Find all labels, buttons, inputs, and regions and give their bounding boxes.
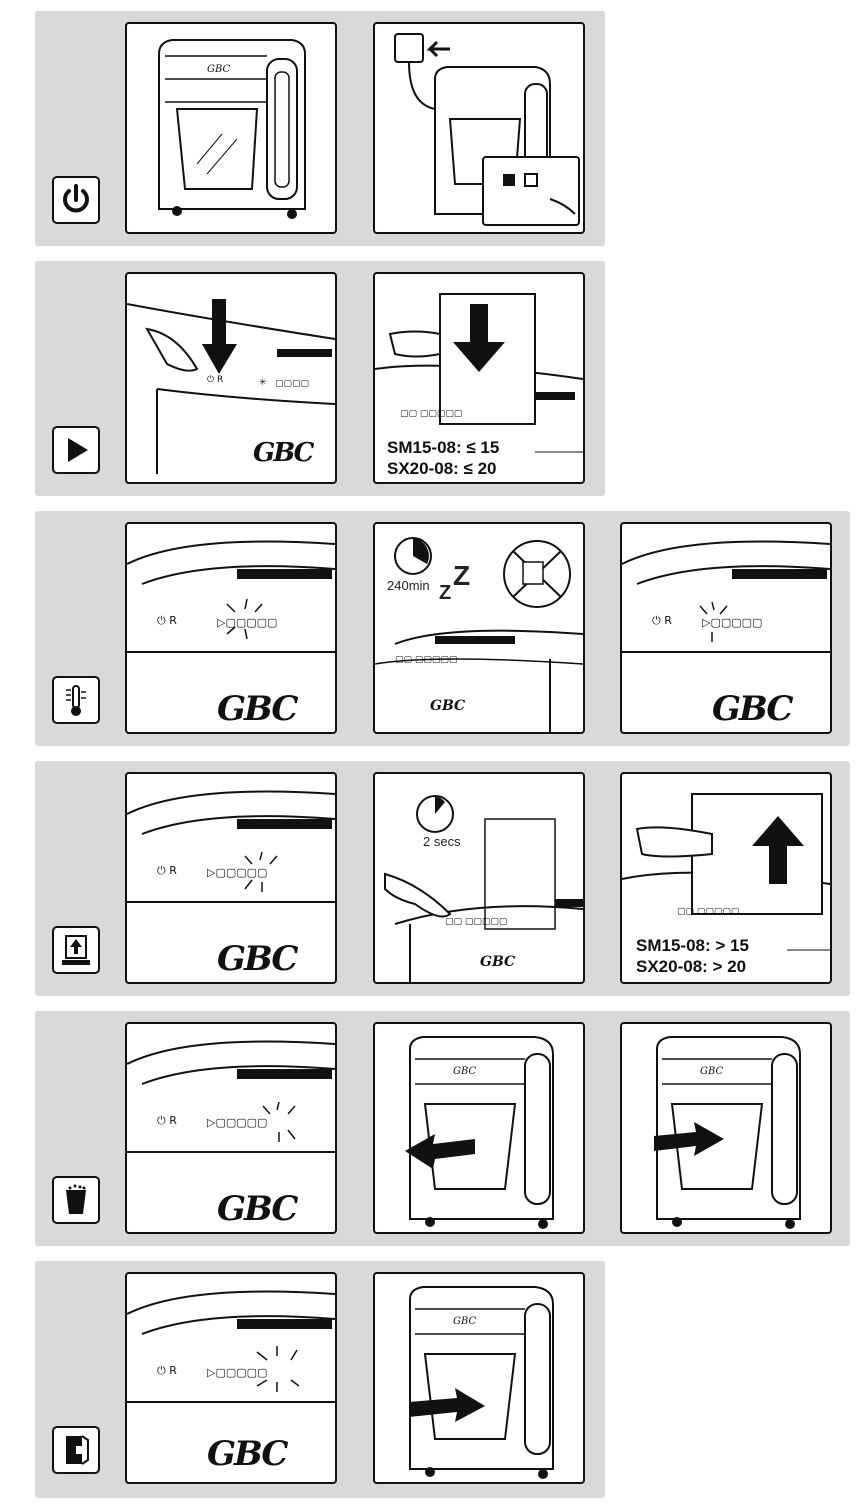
gbc-logo: GBC bbox=[253, 438, 314, 468]
capacity-over-line-1: SM15-08: > 15 bbox=[636, 936, 749, 955]
panel-sleep-timer: ▢▢ ▢▢▢▢▢ GBC 240min Z Z bbox=[373, 522, 585, 734]
panel-overheat-led: ⏻ R ▷▢▢▢▢▢ GBC bbox=[125, 522, 337, 734]
shredder-logo: GBC bbox=[207, 64, 231, 75]
svg-text:GBC: GBC bbox=[700, 1066, 724, 1077]
paper-eject-icon bbox=[62, 935, 90, 965]
svg-text:▷▢▢▢▢▢: ▷▢▢▢▢▢ bbox=[207, 1366, 267, 1379]
svg-text:▷▢▢▢▢▢: ▷▢▢▢▢▢ bbox=[217, 616, 277, 629]
panel-ready-led: ⏻ R ▷▢▢▢▢▢ GBC bbox=[620, 522, 832, 734]
play-icon bbox=[68, 438, 88, 462]
svg-text:▢▢ ▢▢▢▢▢: ▢▢ ▢▢▢▢▢ bbox=[395, 655, 457, 665]
svg-text:⏻ R: ⏻ R bbox=[157, 1114, 177, 1127]
svg-text:⏻ R: ⏻ R bbox=[157, 864, 177, 877]
panel-shredder-front: GBC bbox=[125, 22, 337, 234]
svg-text:⏻ R: ⏻ R bbox=[157, 1364, 177, 1377]
gbc-logo: GBC bbox=[207, 1434, 288, 1474]
svg-text:▢▢ ▢▢▢▢▢: ▢▢ ▢▢▢▢▢ bbox=[445, 917, 507, 927]
paper-eject-icon-box bbox=[52, 926, 100, 974]
power-icon bbox=[63, 184, 89, 213]
svg-text:✳: ✳ bbox=[259, 378, 267, 388]
panel-pull-bin: GBC bbox=[373, 1022, 585, 1234]
svg-text:▷▢▢▢▢▢: ▷▢▢▢▢▢ bbox=[207, 866, 267, 879]
svg-text:⏻ R: ⏻ R bbox=[207, 374, 223, 385]
svg-text:GBC: GBC bbox=[480, 954, 515, 970]
svg-text:⏻ R: ⏻ R bbox=[157, 614, 177, 627]
bin-full-icon bbox=[66, 1184, 86, 1214]
svg-text:GBC: GBC bbox=[453, 1316, 477, 1327]
panel-reverse-hold: ▢▢ ▢▢▢▢▢ GBC 2 secs bbox=[373, 772, 585, 984]
capacity-line-1: SM15-08: ≤ 15 bbox=[387, 438, 500, 457]
thermometer-icon-box bbox=[52, 676, 100, 724]
panel-plug-in bbox=[373, 22, 585, 234]
door-open-icon bbox=[66, 1435, 89, 1465]
svg-text:⏻ R: ⏻ R bbox=[652, 614, 672, 627]
thermometer-icon bbox=[66, 685, 86, 716]
sleep-z-large: Z bbox=[453, 560, 471, 591]
gbc-logo: GBC bbox=[217, 689, 298, 729]
svg-text:▷▢▢▢▢▢: ▷▢▢▢▢▢ bbox=[702, 616, 762, 629]
panel-press-start: ⏻ R ✳ ▢▢▢▢ GBC bbox=[125, 272, 337, 484]
svg-text:▷▢▢▢▢▢: ▷▢▢▢▢▢ bbox=[207, 1116, 267, 1129]
gbc-logo: GBC bbox=[217, 939, 298, 979]
panel-feed-paper: ▢▢ ▢▢▢▢▢ SM15-08: ≤ 15 SX20-08: ≤ 20 bbox=[373, 272, 585, 484]
door-open-icon-box bbox=[52, 1426, 100, 1474]
gbc-logo: GBC bbox=[217, 1189, 298, 1229]
gbc-logo: GBC bbox=[712, 689, 793, 729]
svg-text:▢▢ ▢▢▢▢▢: ▢▢ ▢▢▢▢▢ bbox=[400, 409, 462, 419]
play-icon-box bbox=[52, 426, 100, 474]
reverse-timer-label: 2 secs bbox=[423, 834, 461, 849]
svg-text:▢▢ ▢▢▢▢▢: ▢▢ ▢▢▢▢▢ bbox=[677, 907, 739, 917]
svg-text:GBC: GBC bbox=[430, 698, 465, 714]
power-icon-box bbox=[52, 176, 100, 224]
panel-jam-led: ⏻ R ▷▢▢▢▢▢ GBC bbox=[125, 772, 337, 984]
panel-remove-paper: ▢▢ ▢▢▢▢▢ SM15-08: > 15 SX20-08: > 20 bbox=[620, 772, 832, 984]
bin-full-icon-box bbox=[52, 1176, 100, 1224]
svg-text:GBC: GBC bbox=[453, 1066, 477, 1077]
svg-text:▢▢▢▢: ▢▢▢▢ bbox=[275, 379, 309, 389]
capacity-over-line-2: SX20-08: > 20 bbox=[636, 957, 747, 976]
capacity-line-2: SX20-08: ≤ 20 bbox=[387, 459, 497, 478]
sleep-z-medium: Z bbox=[439, 582, 452, 604]
panel-close-door: GBC bbox=[373, 1272, 585, 1484]
panel-bin-led: ⏻ R ▷▢▢▢▢▢ GBC bbox=[125, 1022, 337, 1234]
panel-door-led: ⏻ R ▷▢▢▢▢▢ GBC bbox=[125, 1272, 337, 1484]
sleep-timer-label: 240min bbox=[387, 578, 430, 593]
panel-insert-bin: GBC bbox=[620, 1022, 832, 1234]
